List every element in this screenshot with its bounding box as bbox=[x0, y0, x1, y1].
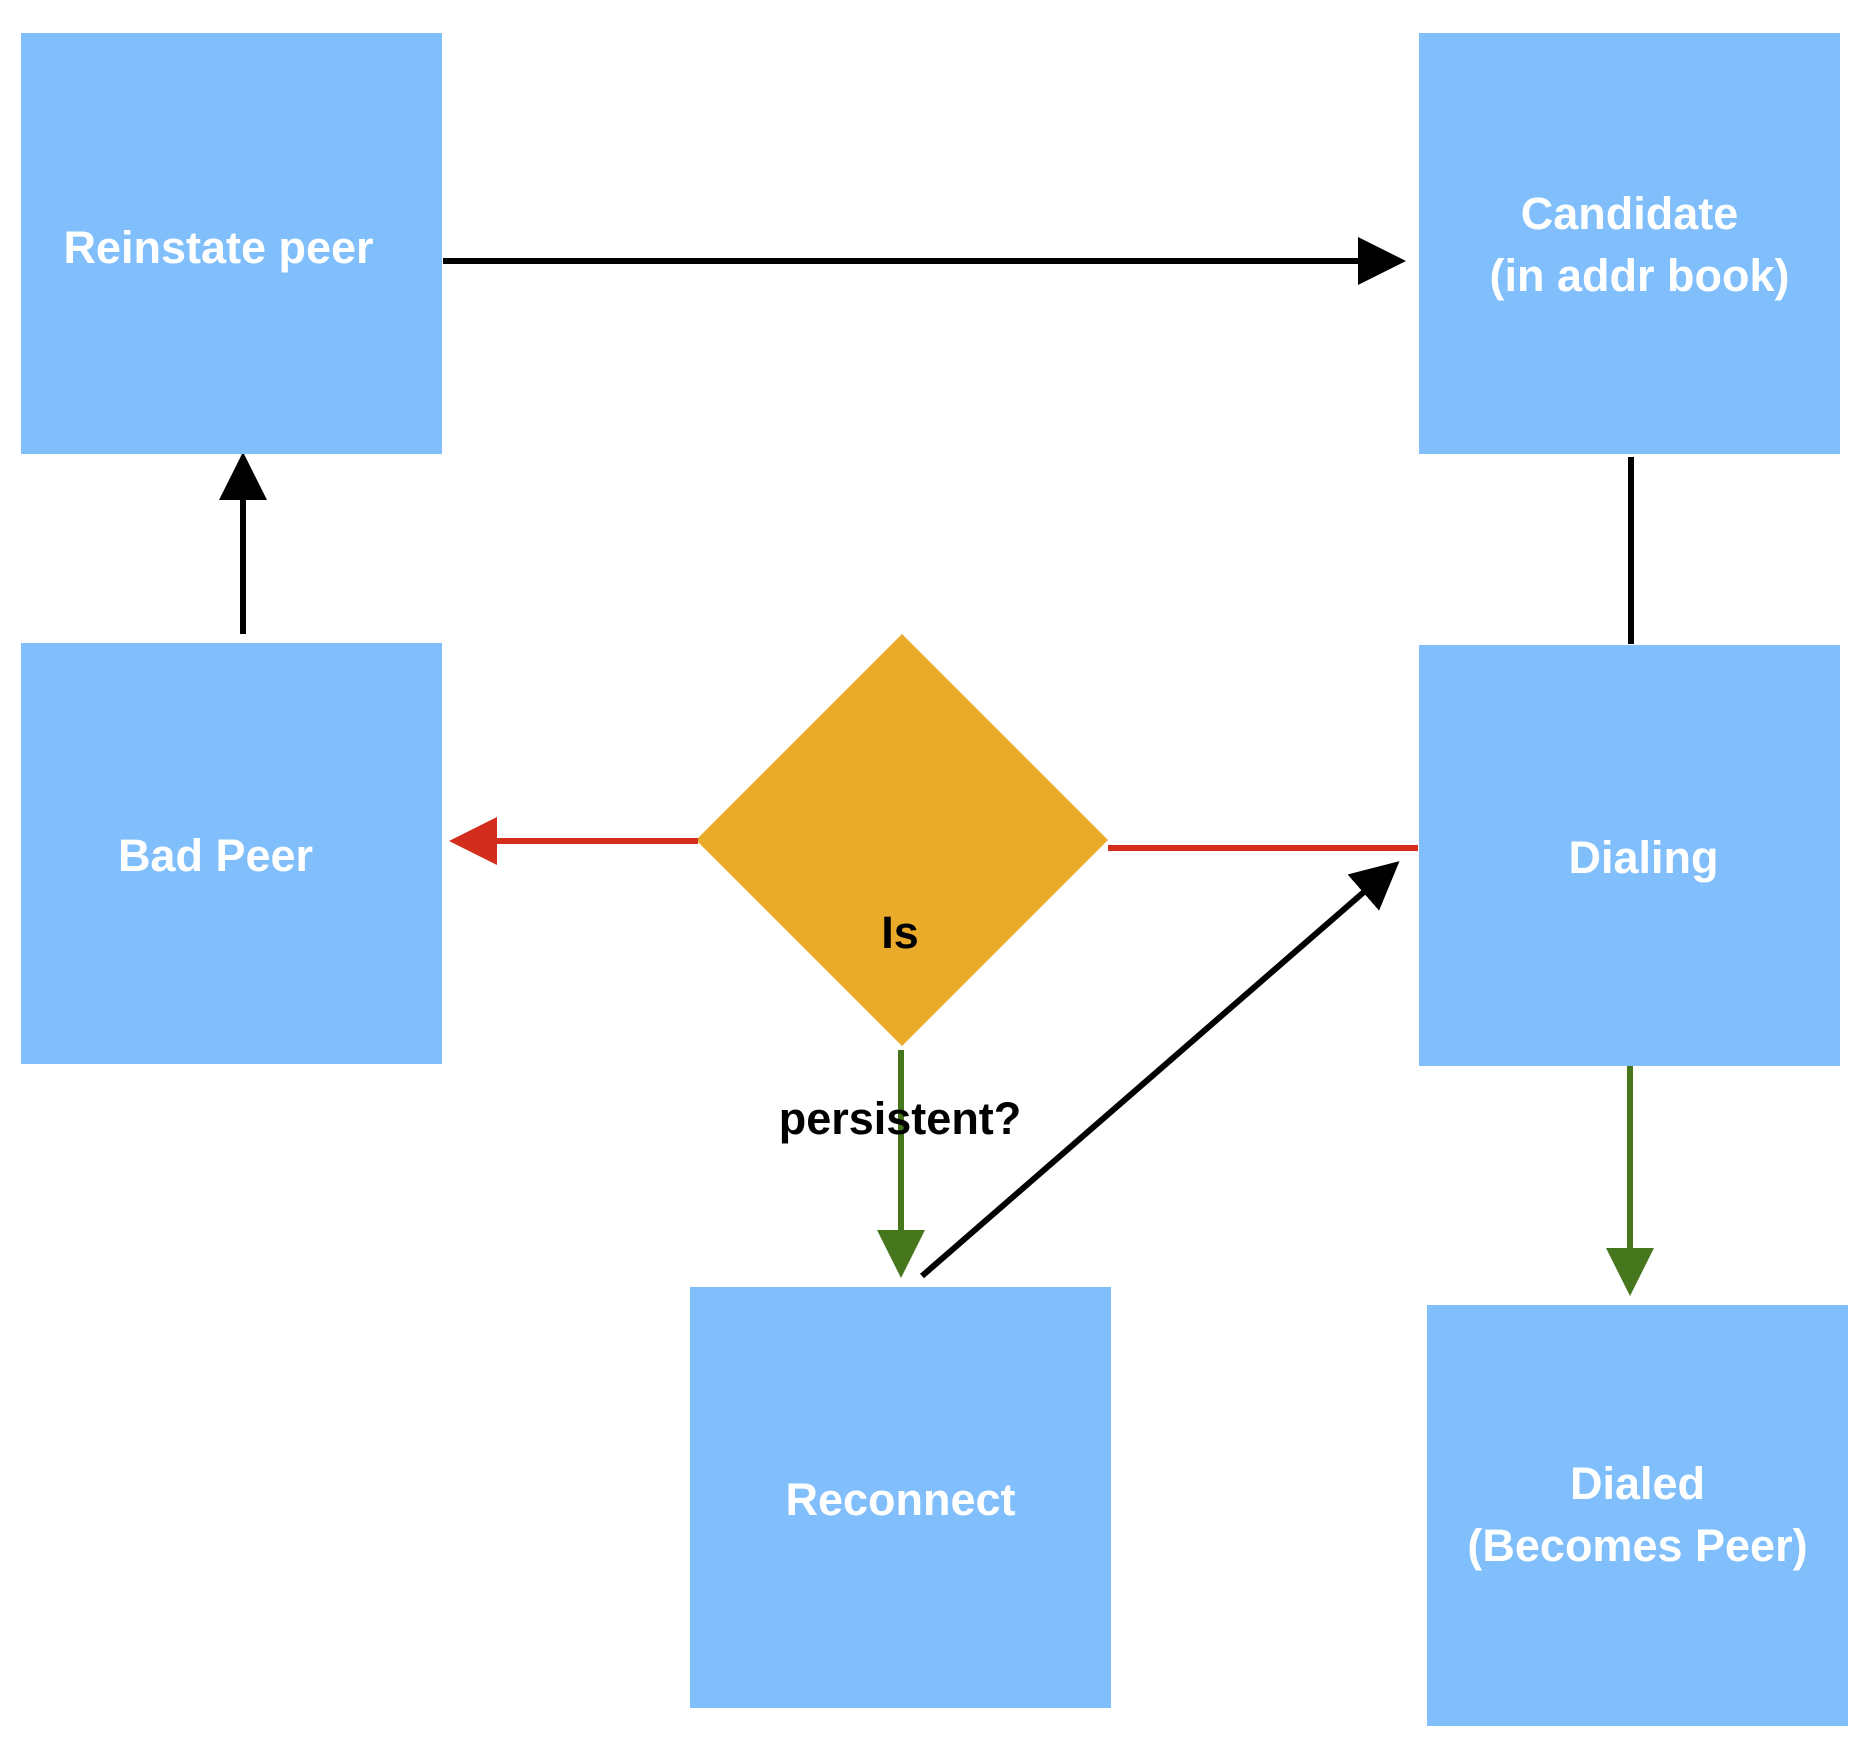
decision-diamond-shape bbox=[696, 634, 1108, 1046]
node-candidate: Candidate (in addr book) bbox=[1419, 33, 1840, 454]
node-reconnect-label: Reconnect bbox=[785, 1474, 1016, 1525]
node-is-persistent-label-line1: Is bbox=[881, 907, 919, 958]
node-reinstate-peer: Reinstate peer bbox=[21, 33, 442, 454]
node-reinstate-peer-label: Reinstate peer bbox=[63, 222, 374, 273]
node-bad-peer-label: Bad Peer bbox=[117, 830, 314, 881]
edge-reconnect-to-dialing bbox=[920, 861, 1400, 1279]
node-is-persistent-label: Is persistent? bbox=[690, 778, 1110, 1212]
node-candidate-label-line2: (in addr book) bbox=[1489, 250, 1790, 301]
node-bad-peer: Bad Peer bbox=[21, 643, 442, 1064]
node-dialed-label-line2: (Becomes Peer) bbox=[1467, 1520, 1808, 1571]
node-dialed-label-line1: Dialed bbox=[1569, 1458, 1706, 1509]
node-dialing: Dialing bbox=[1419, 645, 1840, 1066]
node-candidate-label-line1: Candidate bbox=[1520, 188, 1739, 239]
node-is-persistent-label-line2: persistent? bbox=[778, 1093, 1022, 1144]
node-dialing-label: Dialing bbox=[1568, 832, 1719, 883]
node-reconnect: Reconnect bbox=[690, 1287, 1111, 1708]
node-dialed: Dialed (Becomes Peer) bbox=[1427, 1305, 1848, 1726]
